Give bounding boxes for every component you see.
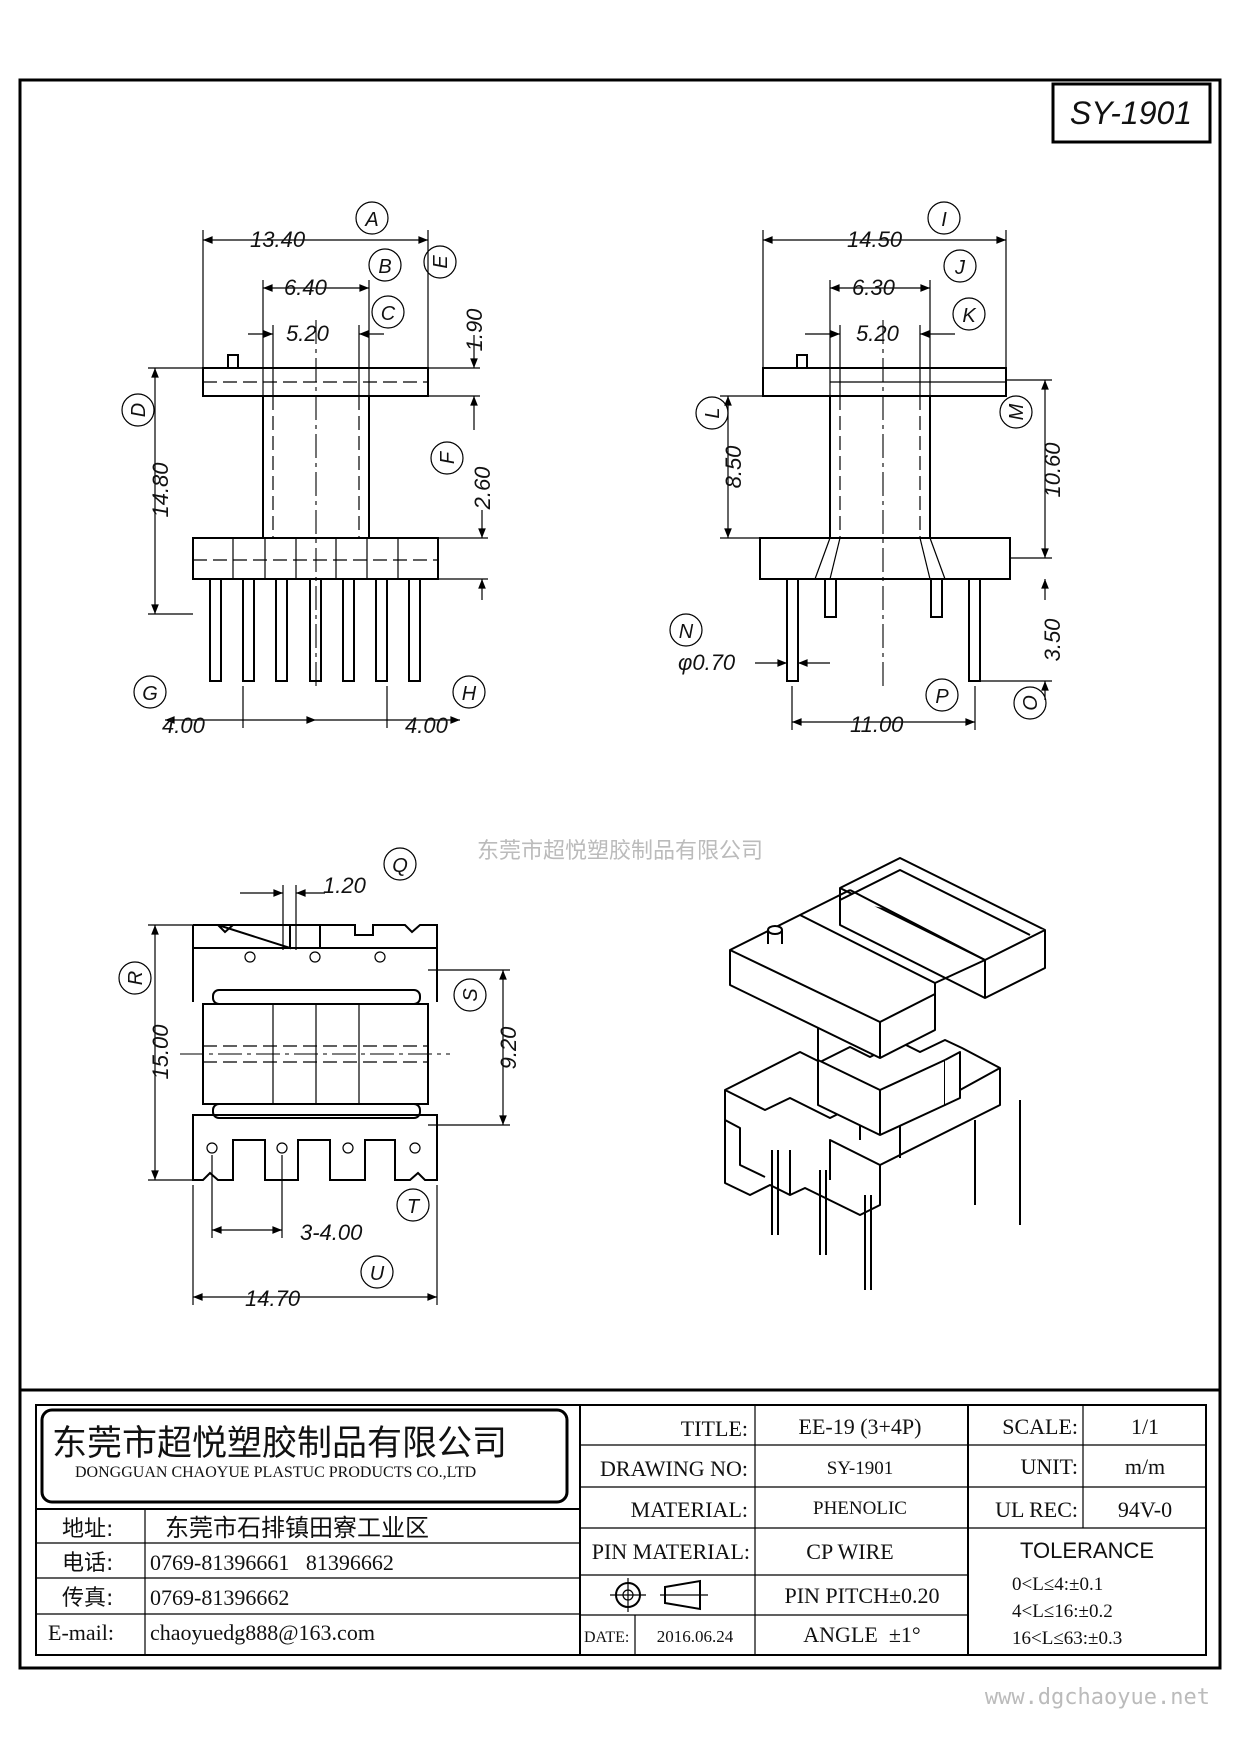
fax-label: 传真:	[62, 1586, 113, 1611]
drawing-id-box	[1051, 82, 1212, 144]
tolerance-1: 0<L≤4:±0.1	[1012, 1574, 1103, 1595]
drawing-no-value: SY-1901	[827, 1458, 894, 1479]
dim-L-value: 8.50	[721, 445, 746, 489]
title-value: EE-19 (3+4P)	[799, 1414, 922, 1439]
front-view: 13.40 A 6.40 B 5.20 C 1.90 E 2.60 F	[121, 201, 495, 738]
side-view: 14.50 I 6.30 J 5.20 K 8.50 L 10.60 M	[669, 201, 1065, 737]
watermark: 东莞市超悦塑胶制品有限公司	[477, 839, 763, 864]
company-box	[40, 1408, 569, 1504]
dim-Q-value: 1.20	[323, 873, 367, 898]
label-C: C	[381, 303, 396, 325]
label-F: F	[437, 450, 459, 464]
dim-H-value: 4.00	[405, 713, 449, 738]
dim-T-value: 3-4.00	[300, 1220, 363, 1245]
dim-J-value: 6.30	[852, 275, 896, 300]
isometric-view	[724, 857, 1046, 1290]
label-E: E	[430, 255, 452, 269]
ul-value: 94V-0	[1118, 1497, 1172, 1522]
date-label: DATE:	[584, 1629, 629, 1646]
dim-G-value: 4.00	[162, 713, 206, 738]
pin-material-value: CP WIRE	[806, 1539, 893, 1564]
dim-F-value: 2.60	[470, 466, 495, 511]
dim-C-value: 5.20	[286, 321, 330, 346]
title-label: TITLE:	[681, 1416, 748, 1441]
dim-K-value: 5.20	[856, 321, 900, 346]
dim-M-value: 10.60	[1040, 442, 1065, 498]
dim-D-value: 14.80	[148, 462, 173, 518]
phone-label: 电话:	[62, 1551, 113, 1576]
material-value: PHENOLIC	[813, 1498, 907, 1519]
company-name-en: DONGGUAN CHAOYUE PLASTUC PRODUCTS CO.,LT…	[75, 1464, 476, 1481]
projection-symbol-icon	[610, 1578, 708, 1612]
date-value: 2016.06.24	[657, 1627, 734, 1646]
front-top-nub	[227, 354, 239, 369]
label-L: L	[702, 407, 724, 418]
fax-value: 0769-81396662	[150, 1585, 289, 1610]
label-P: P	[935, 686, 949, 708]
dim-P-value: 11.00	[850, 712, 904, 737]
tolerance-label: TOLERANCE	[1020, 1538, 1154, 1563]
label-A: A	[364, 209, 378, 231]
label-R: R	[125, 971, 147, 985]
label-T: T	[407, 1196, 421, 1218]
side-bottom-flange	[759, 537, 1011, 580]
label-Q: Q	[392, 855, 408, 877]
dim-E-value: 1.90	[462, 308, 487, 352]
scale-label: SCALE:	[1002, 1414, 1078, 1439]
scale-value: 1/1	[1131, 1414, 1159, 1439]
tolerance-2: 4<L≤16:±0.2	[1012, 1601, 1113, 1622]
dim-B-value: 6.40	[284, 275, 328, 300]
label-J: J	[954, 257, 966, 279]
dim-A-value: 13.40	[250, 227, 306, 252]
angle-tolerance: ANGLE ±1°	[803, 1622, 920, 1647]
email-label: E-mail:	[48, 1620, 114, 1645]
label-B: B	[378, 256, 391, 278]
drawing-no-label: DRAWING NO:	[600, 1456, 748, 1481]
dim-R-value: 15.00	[148, 1024, 173, 1080]
label-G: G	[142, 683, 158, 705]
label-N: N	[679, 621, 694, 643]
drawing-border	[18, 78, 1222, 1670]
label-U: U	[370, 1263, 385, 1285]
dim-S-value: 9.20	[496, 1026, 521, 1070]
label-O: O	[1020, 695, 1042, 711]
material-label: MATERIAL:	[631, 1497, 748, 1522]
label-K: K	[962, 305, 977, 327]
tolerance-3: 16<L≤63:±0.3	[1012, 1628, 1122, 1649]
dim-O-value: 3.50	[1040, 618, 1065, 662]
unit-value: m/m	[1125, 1454, 1165, 1479]
label-S: S	[460, 988, 482, 1002]
company-name-cn: 东莞市超悦塑胶制品有限公司	[52, 1424, 507, 1464]
unit-label: UNIT:	[1020, 1454, 1078, 1479]
ul-label: UL REC:	[995, 1497, 1078, 1522]
label-D: D	[128, 403, 150, 417]
pin-material-label: PIN MATERIAL:	[592, 1539, 750, 1564]
dim-U-value: 14.70	[245, 1286, 301, 1311]
label-I: I	[941, 209, 947, 231]
dim-N-value: φ0.70	[678, 650, 736, 675]
email-value: chaoyuedg888@163.com	[150, 1620, 375, 1645]
pin-pitch: PIN PITCH±0.20	[784, 1583, 939, 1608]
website-url: www.dgchaoyue.net	[985, 1685, 1210, 1710]
label-H: H	[462, 683, 477, 705]
address-label: 地址:	[62, 1517, 113, 1542]
drawing-id: SY-1901	[1070, 95, 1192, 131]
address-value: 东莞市石排镇田寮工业区	[165, 1514, 429, 1542]
dim-I-value: 14.50	[847, 227, 903, 252]
label-M: M	[1006, 403, 1028, 420]
title-block: 东莞市超悦塑胶制品有限公司 DONGGUAN CHAOYUE PLASTUC P…	[20, 1388, 1220, 1656]
top-view: 1.20 Q 15.00 R 9.20 S 3-4.00 T 14.70 U	[118, 847, 521, 1311]
phone-value: 0769-81396661 81396662	[150, 1550, 394, 1575]
